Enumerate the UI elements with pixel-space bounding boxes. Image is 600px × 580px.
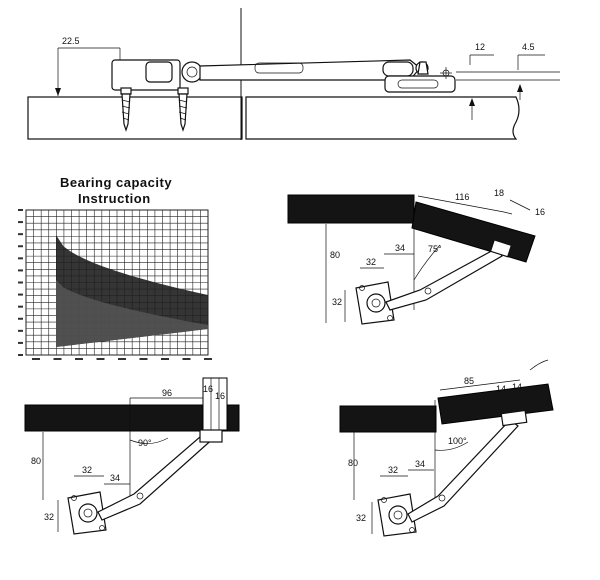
dim-4-5: 4.5 (522, 42, 535, 52)
top-view-arm (199, 59, 421, 81)
chart-y-tick (18, 209, 23, 211)
chart-title-line1: Bearing capacity (60, 175, 172, 190)
view-90-hinge-base (67, 491, 107, 535)
dim-85: 85 (464, 376, 474, 386)
dim-34-90: 34 (110, 473, 120, 483)
chart-x-tick (204, 358, 212, 360)
dim-12: 12 (475, 42, 485, 52)
dim-32b-90: 32 (44, 512, 54, 522)
chart-y-tick (18, 354, 23, 356)
view-100-hinge-base (377, 493, 417, 537)
dim-34-100: 34 (415, 459, 425, 469)
dim-116: 116 (455, 192, 469, 202)
dim-80-75: 80 (330, 250, 340, 260)
chart-x-tick (139, 358, 148, 360)
view-75-hinge-base (355, 281, 395, 325)
dim-32a-75: 32 (366, 257, 376, 267)
chart-y-tick (18, 341, 23, 344)
bearing-chart: Bearing capacity Instruction (18, 175, 212, 360)
dim-18: 18 (494, 188, 504, 198)
view-75-board-fixed (287, 194, 415, 224)
dim-96: 96 (162, 388, 172, 398)
chart-x-tick (182, 358, 191, 360)
view-100-hinge-arm (407, 419, 519, 523)
chart-x-tick (75, 358, 83, 360)
chart-y-tick (18, 329, 23, 332)
dim-16a-90: 16 (203, 384, 213, 394)
chart-x-tick (32, 358, 40, 360)
view-90: 96 16 16 90° 80 32 34 32 (24, 377, 240, 535)
dim-80-100: 80 (348, 458, 358, 468)
top-view-screw-2 (177, 87, 189, 132)
view-100-board-fixed (339, 405, 437, 433)
chart-y-tick (18, 221, 23, 224)
dim-32b-100: 32 (356, 513, 366, 523)
chart-x-tick (96, 358, 105, 360)
top-view-pivot (181, 61, 203, 83)
angle-75: 75° (428, 244, 442, 254)
view-100: 85 14 14 100° 80 32 34 32 (339, 359, 554, 537)
chart-x-tick (53, 358, 62, 360)
dim-32a-90: 32 (82, 465, 92, 475)
chart-y-tick (18, 317, 23, 320)
chart-x-tick (118, 358, 126, 360)
chart-y-tick (18, 269, 23, 272)
dim-34-75: 34 (395, 243, 405, 253)
chart-y-tick (18, 305, 23, 308)
chart-title-line2: Instruction (78, 191, 151, 206)
top-view-end-bracket (384, 75, 456, 93)
dim-14a-100: 14 (496, 384, 506, 394)
chart-y-tick (18, 257, 23, 260)
top-view: 22.5 12 4.5 (27, 8, 560, 140)
chart-y-tick (18, 245, 23, 248)
chart-y-tick (18, 293, 23, 296)
top-view-board-right (245, 96, 520, 140)
top-view-screw-1 (120, 87, 132, 132)
dim-14b-100: 14 (512, 382, 522, 392)
dim-22-5: 22.5 (62, 36, 80, 46)
dim-16-75: 16 (535, 207, 545, 217)
chart-y-tick (18, 281, 23, 284)
top-view-board-left (27, 96, 243, 140)
angle-100: 100° (448, 436, 467, 446)
dim-32b-75: 32 (332, 297, 342, 307)
chart-plot-area (18, 209, 212, 360)
view-75: 116 18 16 80 32 34 32 75° (287, 188, 545, 325)
view-75-hinge-arm (385, 247, 503, 311)
dim-80-90: 80 (31, 456, 41, 466)
chart-y-tick (18, 233, 23, 236)
angle-90: 90° (138, 438, 152, 448)
dim-16b-90: 16 (215, 391, 225, 401)
dim-32a-100: 32 (388, 465, 398, 475)
chart-x-tick (161, 358, 169, 360)
view-90-board-open (202, 377, 228, 431)
chart-band-light (56, 280, 208, 347)
view-100-board-open (437, 383, 554, 425)
